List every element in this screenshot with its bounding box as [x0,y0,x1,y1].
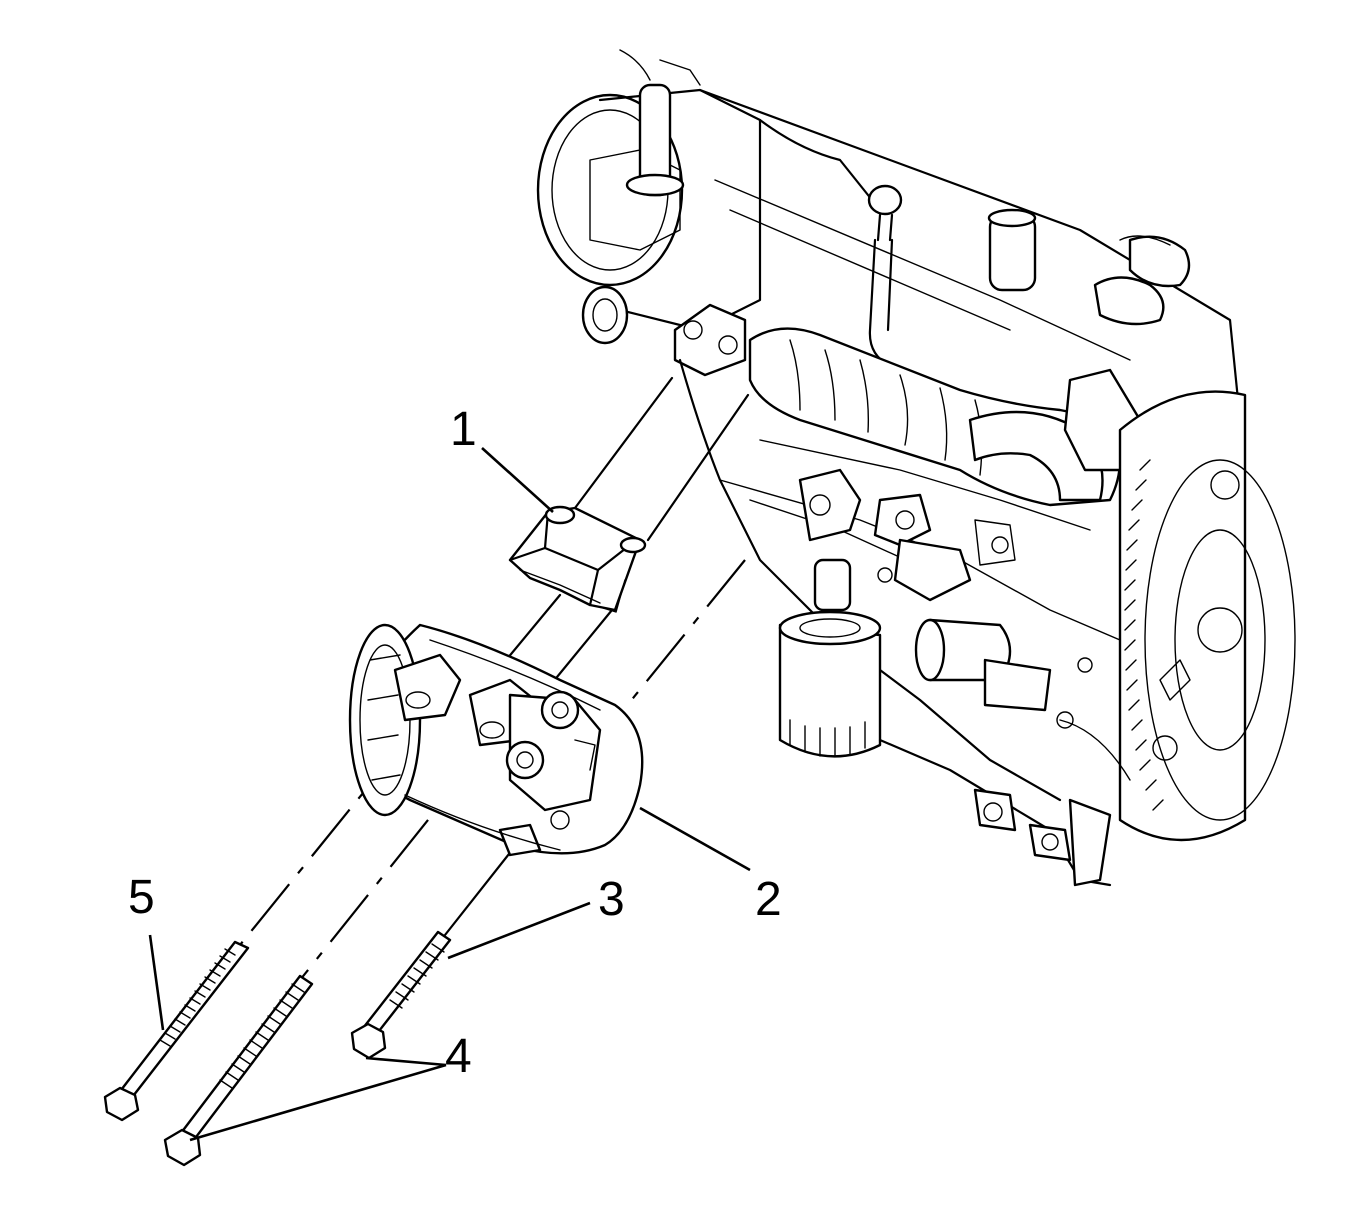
ac-compressor-icon [348,623,644,857]
callout-5: 5 [128,871,155,924]
bracket-icon [508,505,647,613]
callout-leaders [148,447,751,1142]
engine-block-icon [536,49,1296,887]
bolt-icon [103,930,452,1167]
callout-2: 2 [755,873,782,926]
callout-4: 4 [445,1030,472,1083]
callout-3: 3 [598,873,625,926]
callout-1: 1 [450,403,477,456]
